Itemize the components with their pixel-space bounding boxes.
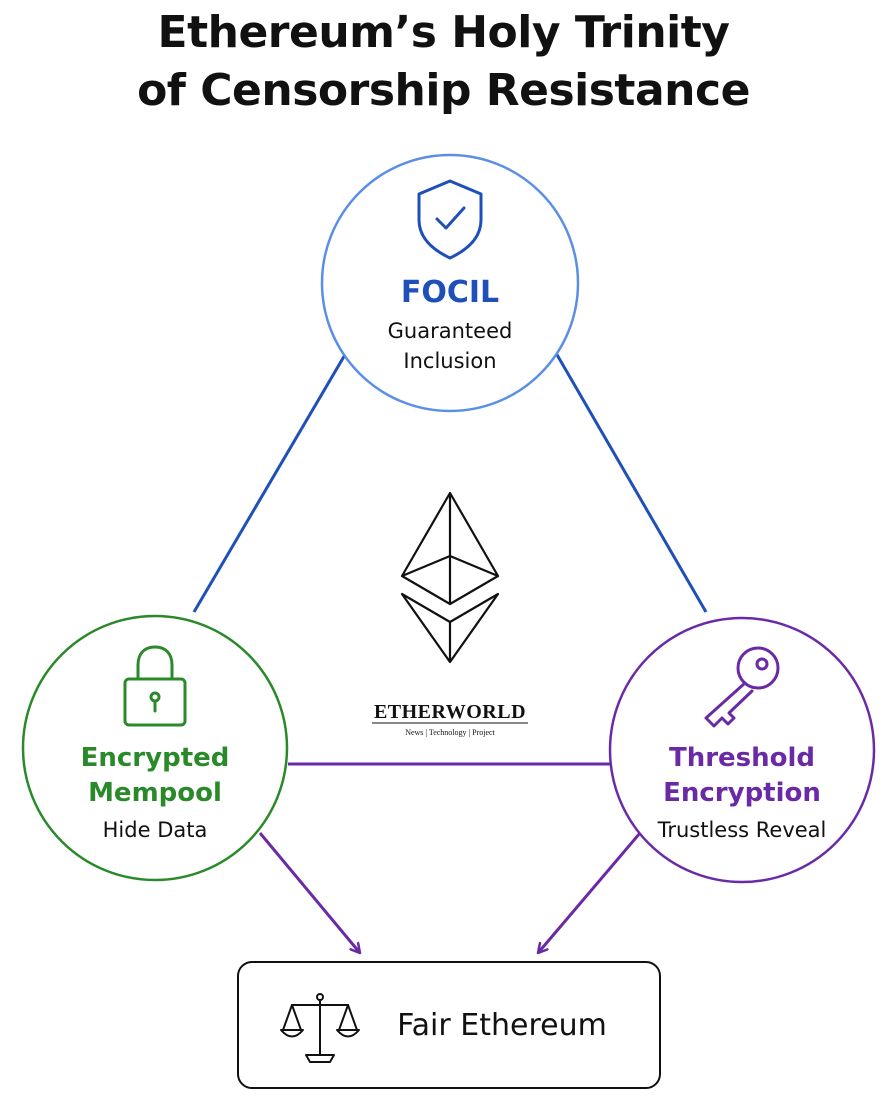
padlock-icon [123,645,187,727]
etherworld-tagline: News | Technology | Project [405,728,495,737]
shield-check-icon [417,179,483,260]
edge-focil-mempool [192,352,348,613]
result-box [237,961,661,1089]
threshold-name-line-2: Encryption [663,778,821,808]
page-title: Ethereum’s Holy Trinity of Censorship Re… [0,4,887,120]
arrow-mempool-to-fair [258,832,360,953]
mempool-name-line-1: Encrypted [81,743,230,773]
etherworld-logo: ETHERWORLD News | Technology | Project [372,701,528,737]
mempool-desc: Hide Data [103,818,208,842]
node-focil: FOCIL Guaranteed Inclusion [320,153,580,413]
threshold-desc: Trustless Reveal [657,818,827,842]
node-encrypted-mempool: Encrypted Mempool Hide Data [21,614,289,882]
title-line-1: Ethereum’s Holy Trinity [157,7,730,58]
edge-focil-threshold [554,352,708,613]
mempool-ring [21,614,289,882]
mempool-name-line-2: Mempool [88,778,222,808]
arrow-threshold-to-fair [538,832,642,953]
threshold-ring [608,616,876,884]
node-threshold-encryption: Threshold Encryption Trustless Reveal [608,616,876,884]
key-icon [704,646,780,728]
focil-desc-line-2: Inclusion [403,349,496,373]
focil-name: FOCIL [401,275,499,310]
focil-ring [320,153,580,413]
ethereum-logo-icon [400,491,500,664]
balance-scale-icon [280,993,360,1063]
etherworld-brand: ETHERWORLD [374,701,526,723]
result-fair-ethereum: Fair Ethereum [237,961,661,1089]
result-label: Fair Ethereum [397,1008,607,1043]
title-line-2: of Censorship Resistance [137,65,750,116]
focil-desc-line-1: Guaranteed [388,319,513,343]
threshold-name-line-1: Threshold [669,743,815,773]
